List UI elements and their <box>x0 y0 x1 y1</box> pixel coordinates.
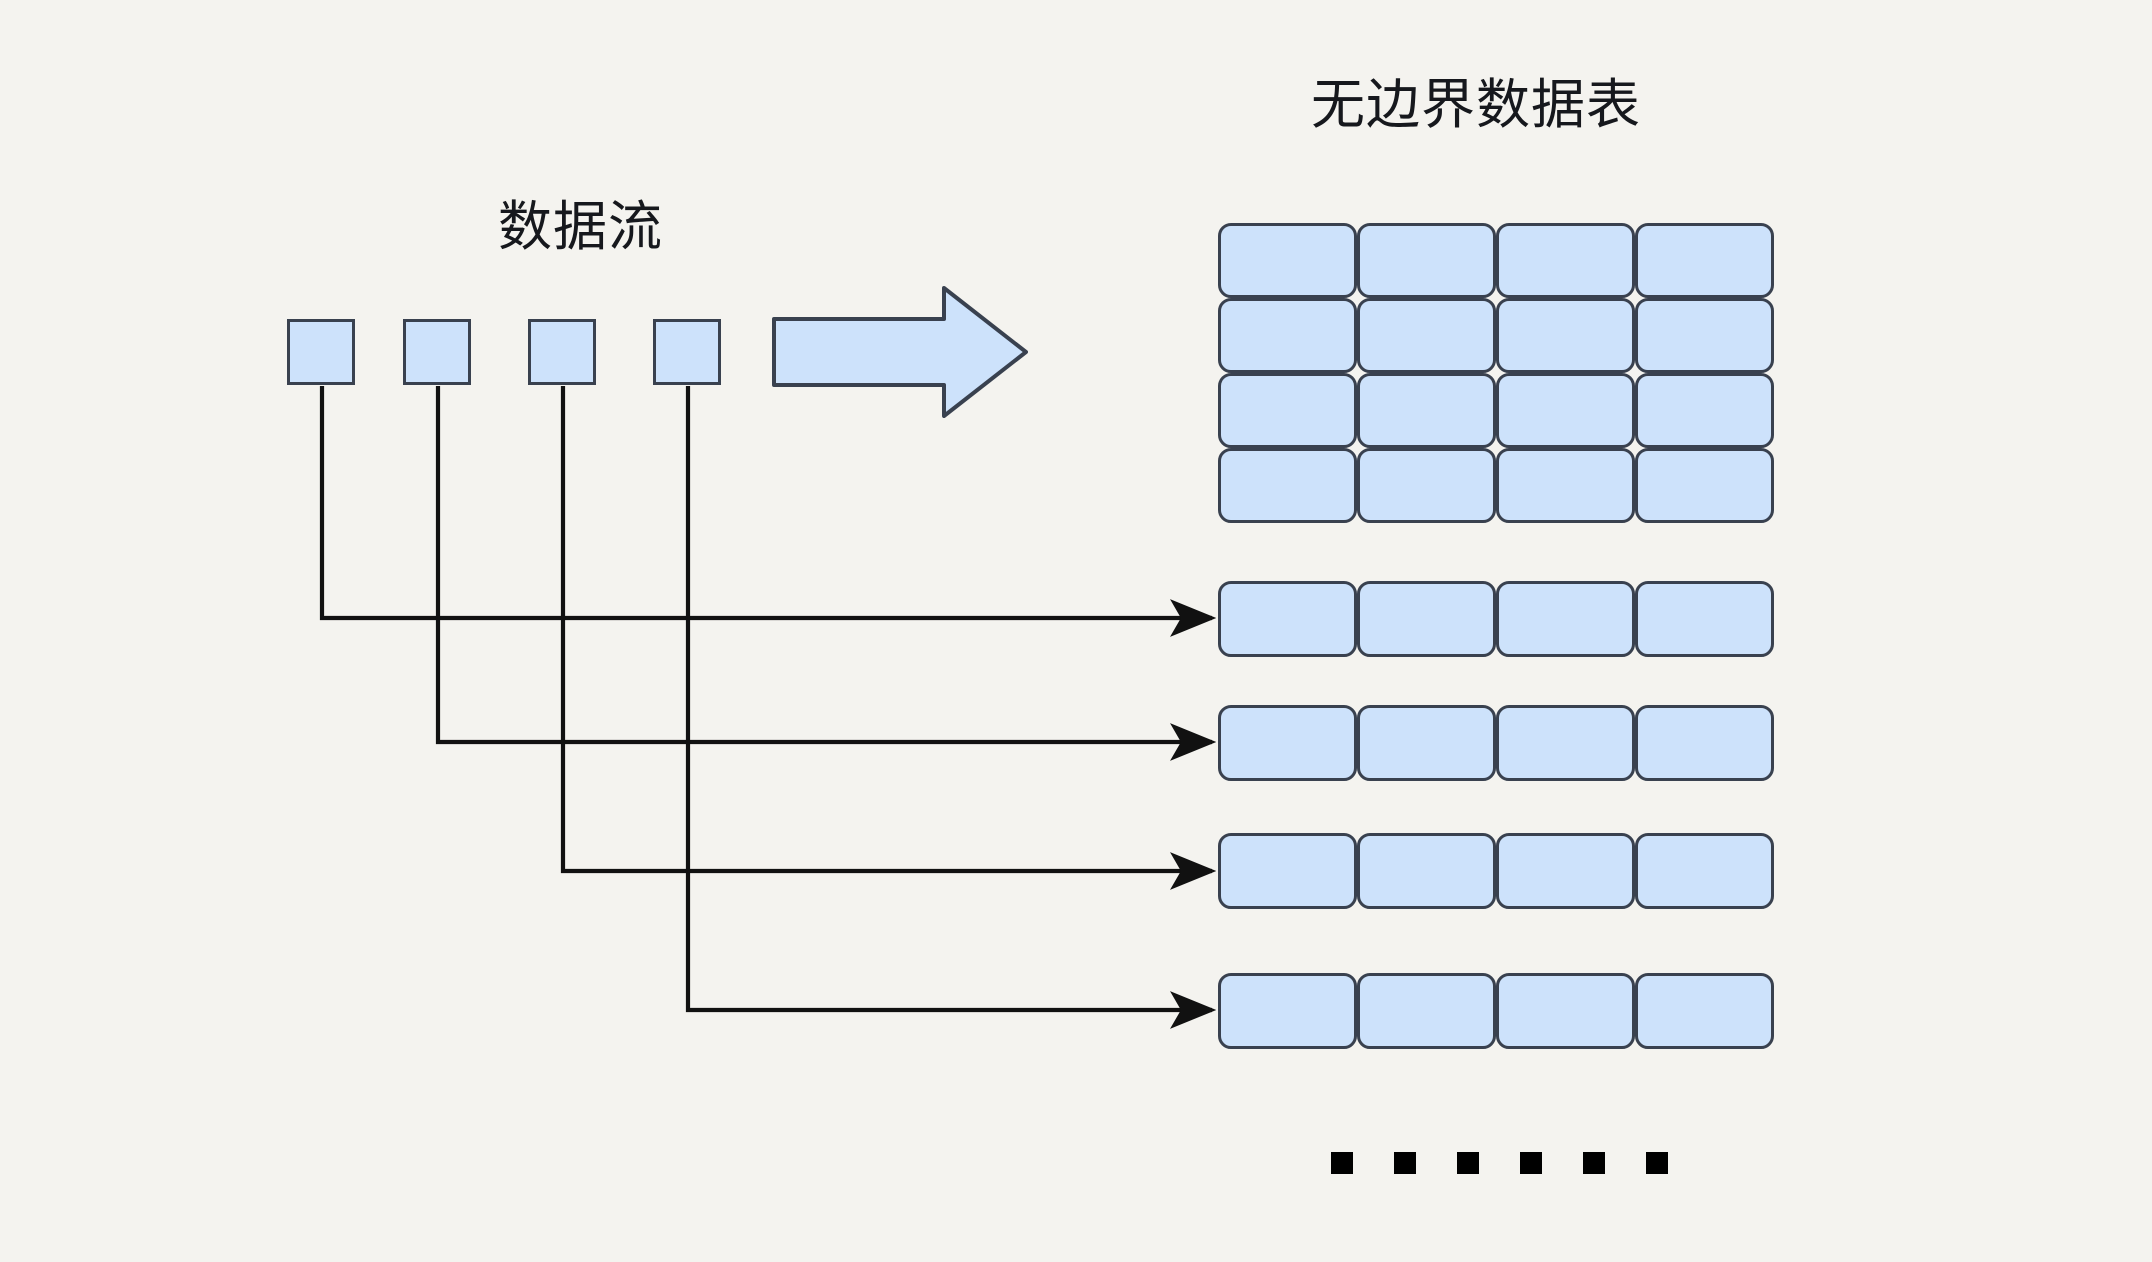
table-cell <box>1635 833 1774 909</box>
table-cell <box>1357 448 1496 523</box>
table-cell <box>1496 373 1635 448</box>
table-cell <box>1496 705 1635 781</box>
table-cell <box>1357 223 1496 298</box>
unbounded-table-grid <box>1218 223 1774 523</box>
table-cell <box>1635 298 1774 373</box>
table-cell <box>1496 448 1635 523</box>
ellipsis-dot <box>1583 1152 1605 1174</box>
ellipsis-dot <box>1331 1152 1353 1174</box>
stream-to-row-connector <box>435 386 1217 761</box>
table-cell <box>1218 581 1357 657</box>
ellipsis-dot <box>1646 1152 1668 1174</box>
table-cell <box>1357 973 1496 1049</box>
table-cell <box>1218 298 1357 373</box>
table-cell <box>1496 973 1635 1049</box>
stream-to-row-connector <box>560 386 1217 890</box>
table-cell <box>1357 705 1496 781</box>
table-cell <box>1635 223 1774 298</box>
table-cell <box>1635 448 1774 523</box>
table-cell <box>1635 581 1774 657</box>
table-row <box>1218 581 1774 657</box>
table-cell <box>1218 833 1357 909</box>
table-row <box>1218 973 1774 1049</box>
table-cell <box>1496 223 1635 298</box>
stream-event-square <box>403 319 471 385</box>
table-cell <box>1496 833 1635 909</box>
ellipsis-dot <box>1457 1152 1479 1174</box>
table-cell <box>1635 705 1774 781</box>
table-cell <box>1218 373 1357 448</box>
ellipsis-dot <box>1520 1152 1542 1174</box>
table-cell <box>1496 298 1635 373</box>
data-stream-label: 数据流 <box>498 197 663 257</box>
stream-to-row-connector <box>319 386 1217 637</box>
stream-to-row-connector <box>685 386 1217 1029</box>
table-cell <box>1357 833 1496 909</box>
unbounded-table-title: 无边界数据表 <box>1311 75 1641 135</box>
table-row <box>1218 833 1774 909</box>
table-cell <box>1218 705 1357 781</box>
table-row <box>1218 705 1774 781</box>
table-cell <box>1357 581 1496 657</box>
table-cell <box>1357 298 1496 373</box>
table-cell <box>1357 373 1496 448</box>
table-cell <box>1496 581 1635 657</box>
ellipsis-dot <box>1394 1152 1416 1174</box>
stream-event-square <box>287 319 355 385</box>
table-cell <box>1218 973 1357 1049</box>
table-cell <box>1635 973 1774 1049</box>
stream-event-square <box>528 319 596 385</box>
table-cell <box>1218 223 1357 298</box>
stream-event-square <box>653 319 721 385</box>
table-cell <box>1635 373 1774 448</box>
flow-arrow-icon <box>772 286 1028 418</box>
table-cell <box>1218 448 1357 523</box>
